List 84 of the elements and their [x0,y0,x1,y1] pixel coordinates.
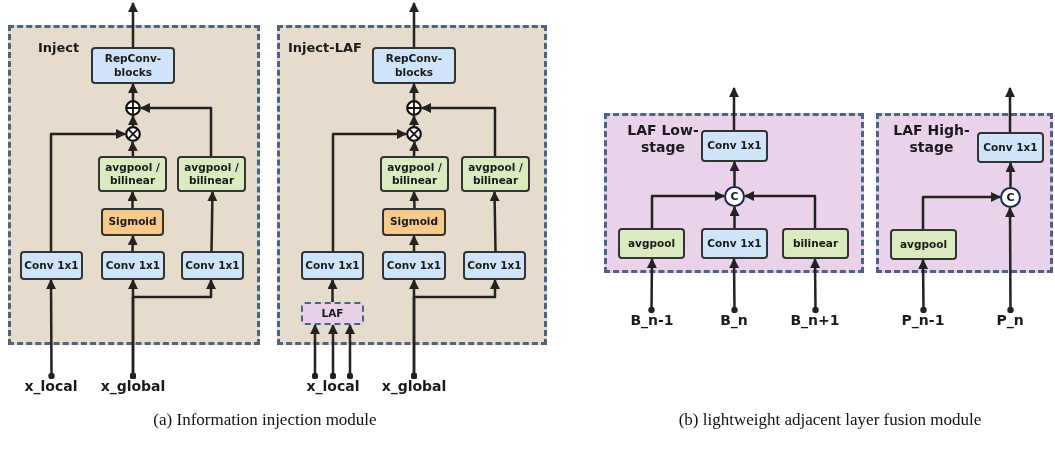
pooling-block: avgpool [618,228,685,259]
arrow [128,83,138,100]
input-label: x_local [16,376,86,396]
arrow [409,141,420,157]
arrow [409,191,420,209]
concat-operator: C [1000,187,1021,208]
arrow [409,2,419,47]
module-panel [277,25,547,345]
input-label: B_n-1 [624,310,680,330]
arrow [729,161,740,186]
module-panel [876,113,1053,273]
pooling-block: avgpool / bilinear [380,156,449,192]
sigmoid-block: Sigmoid [101,208,164,236]
conv-block: Conv 1x1 [101,251,165,280]
arrow [127,141,138,157]
conv-block: Conv 1x1 [463,251,526,280]
arrow [1005,162,1016,187]
arrow [327,279,338,302]
arrow [650,191,725,228]
conv-block: Conv 1x1 [181,251,244,280]
arrow [331,129,407,251]
arrow [918,259,929,314]
sigmoid-block: Sigmoid [382,208,446,236]
pooling-block: avgpool [890,229,957,260]
arrow [1005,207,1016,314]
pooling-block: avgpool / bilinear [98,156,167,192]
arrow [128,2,138,47]
repconv-block: RepConv-blocks [91,47,175,84]
arrow [409,115,419,126]
conv-block: Conv 1x1 [977,132,1044,163]
arrow [729,206,740,228]
input-label: B_n+1 [787,310,843,330]
module-panel [604,113,864,273]
input-label: x_local [298,376,368,396]
arrow [729,87,739,130]
arrow [49,129,126,251]
panel-title: LAF Low-stage [626,122,700,156]
input-label: x_global [377,376,451,396]
arrow [744,191,817,228]
arrow [410,279,500,380]
pooling-block: avgpool / bilinear [177,156,246,192]
multiply-operator [125,126,141,142]
arrow [646,258,657,314]
arrow [128,115,138,126]
arrow [489,191,500,252]
conv-block: Conv 1x1 [301,251,364,280]
arrow [409,83,419,100]
panel-title: Inject [38,40,80,56]
pooling-block: bilinear [782,228,849,259]
arrow [310,324,320,380]
input-label: P_n-1 [895,310,951,330]
arrow [921,192,1001,229]
add-operator [125,100,141,116]
input-label: P_n [990,310,1030,330]
figure-caption: (b) lightweight adjacent layer fusion module [678,410,982,430]
conv-block: Conv 1x1 [701,130,768,162]
arrow [129,279,216,380]
figure-caption: (a) Information injection module [153,410,377,430]
arrow [409,235,419,251]
panel-title: LAF High-stage [892,122,971,156]
add-operator [406,100,422,116]
input-label: x_global [96,376,170,396]
arrow [1005,87,1015,132]
arrow [328,324,338,380]
conv-block: Conv 1x1 [20,251,83,280]
conv-block: Conv 1x1 [382,251,446,280]
arrow [729,258,740,314]
arrow [345,324,355,380]
arrow [127,235,138,252]
multiply-operator [406,126,422,142]
pooling-block: avgpool / bilinear [461,156,530,192]
arrow [127,191,138,208]
arrow [140,103,213,156]
arrow [810,258,821,314]
input-label: B_n [714,310,754,330]
laf-block: LAF [301,302,364,325]
arrow [421,103,497,156]
arrow [207,191,218,252]
concat-operator: C [724,186,745,207]
panel-title: Inject-LAF [288,40,362,56]
conv-block: Conv 1x1 [701,228,768,259]
arrow [46,279,57,380]
repconv-block: RepConv-blocks [372,47,456,84]
module-panel [8,25,260,345]
